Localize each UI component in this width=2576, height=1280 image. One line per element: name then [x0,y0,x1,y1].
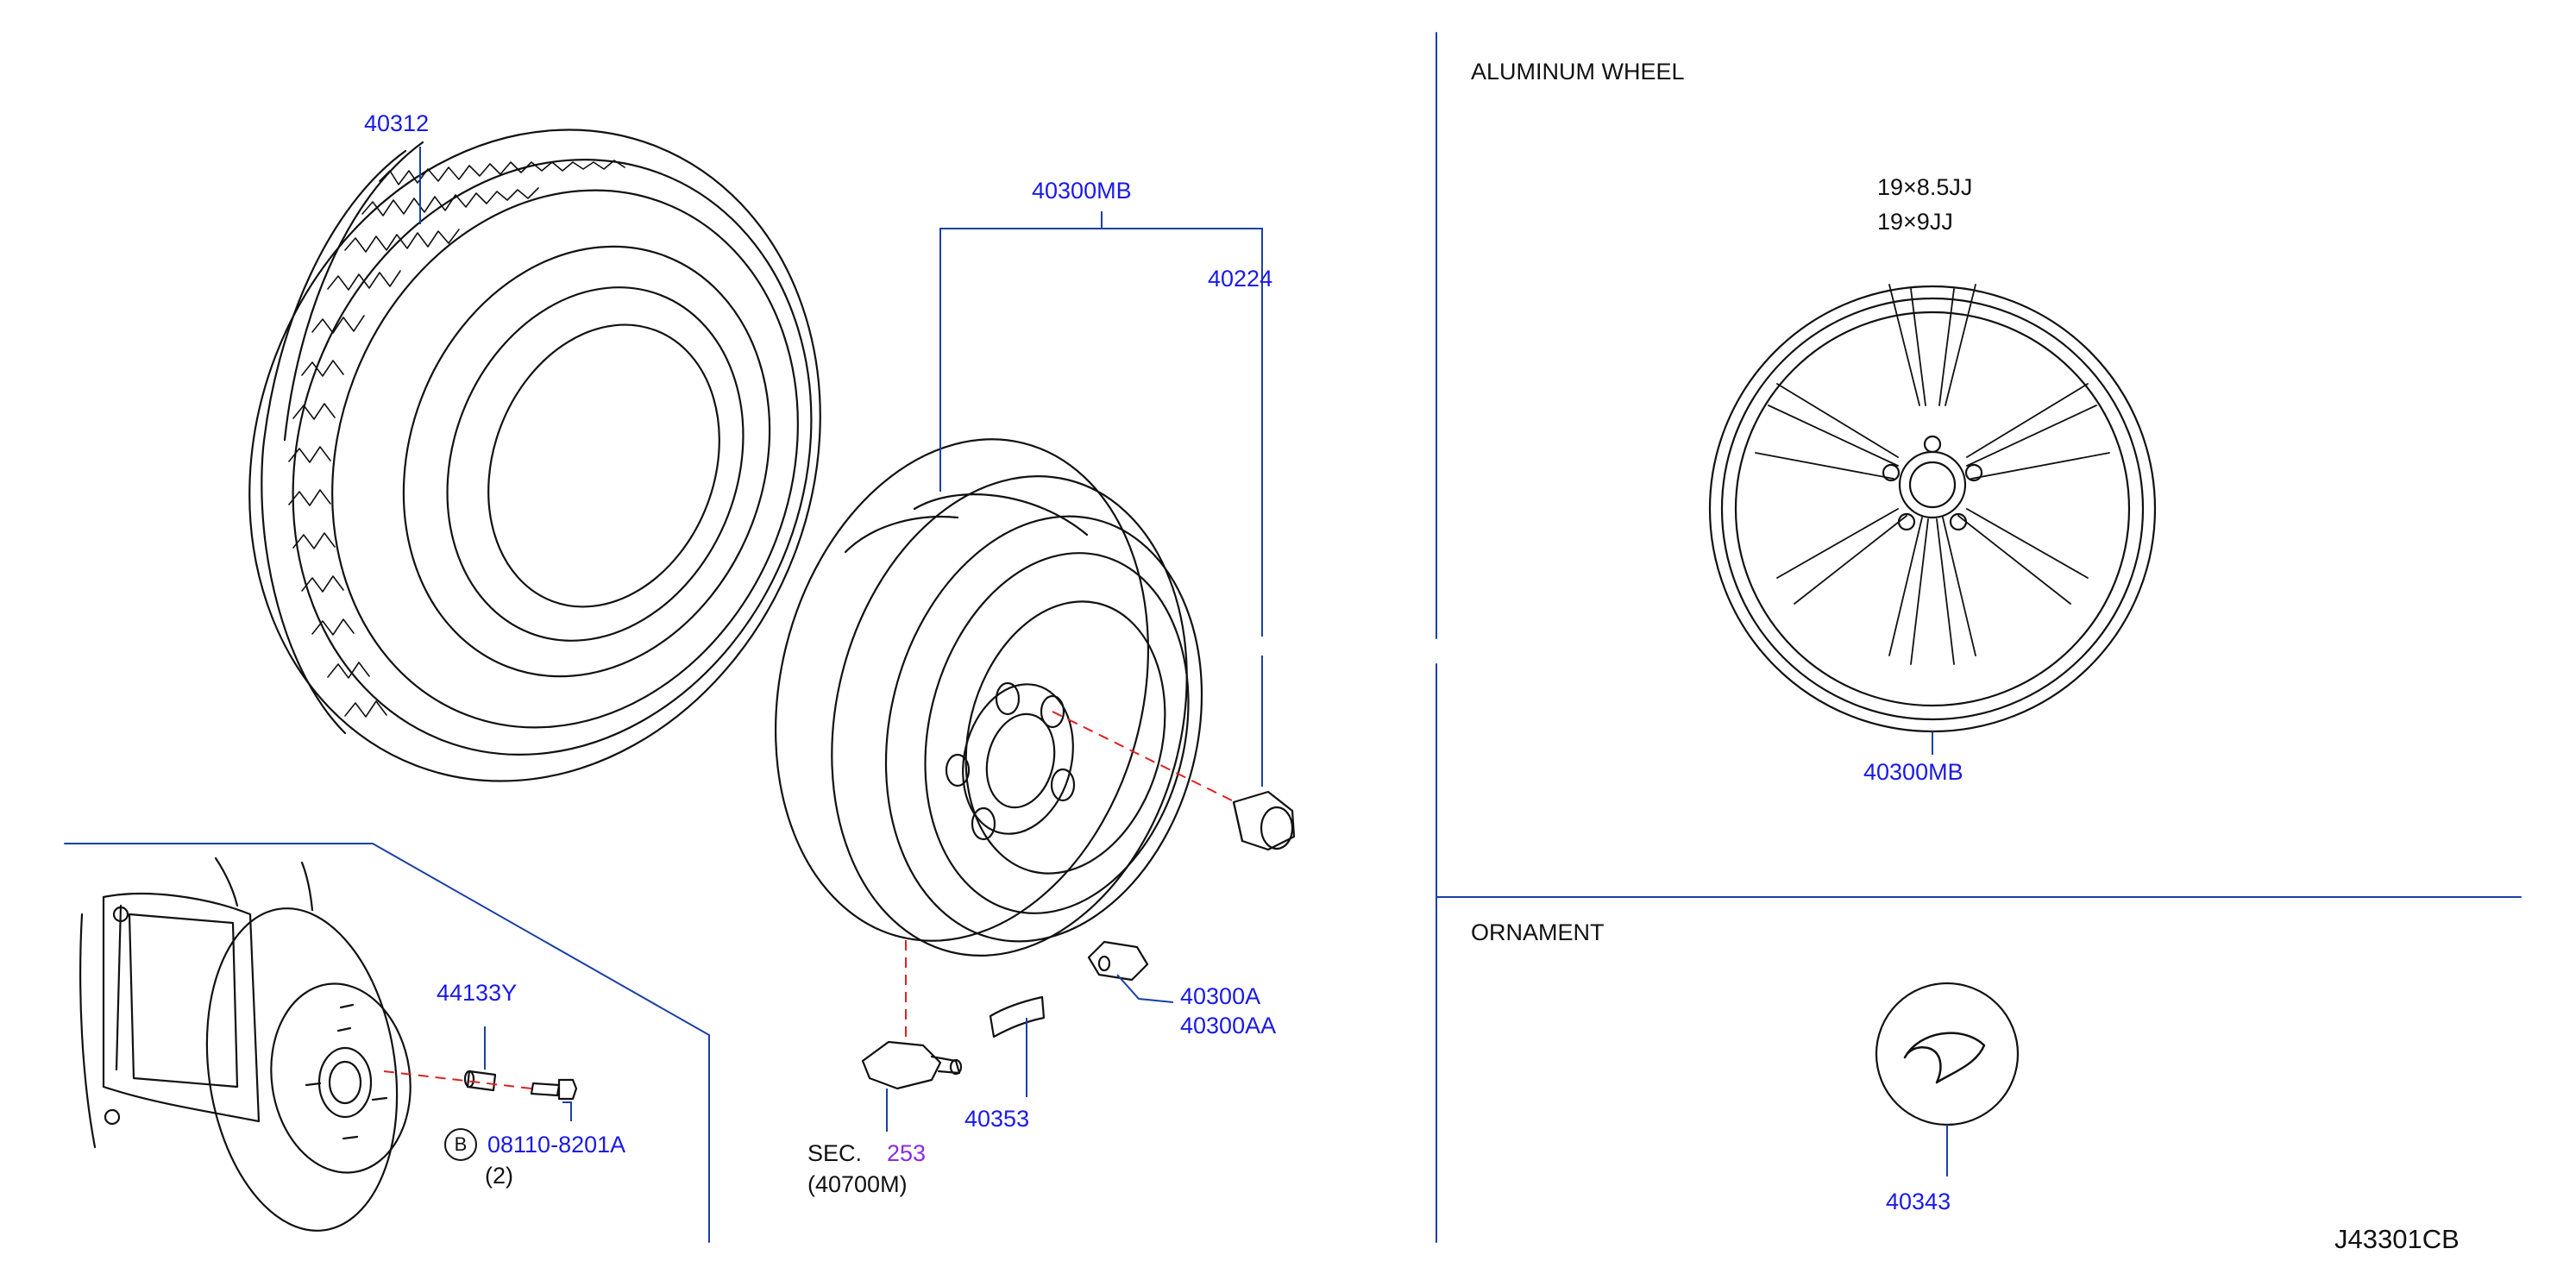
part-number-tire[interactable]: 40312 [364,110,430,136]
tread-pattern [288,160,625,718]
bolt-drawing [530,1078,578,1101]
part-number-lug-nut[interactable]: 40224 [1208,266,1273,292]
tire-drawing [248,129,821,782]
assembly-lines [383,711,1236,1089]
section-ref-label: SEC. [807,1140,863,1166]
weight-tape-drawing [989,995,1046,1038]
aluminum-wheel-drawing [1708,284,2157,733]
section-title-ornament: ORNAMENT [1471,919,1605,945]
brake-hub-drawing [79,856,412,1232]
part-number-stud[interactable]: 44133Y [437,980,518,1006]
balance-weight-drawing [1087,940,1149,982]
part-number-balance-weight-a[interactable]: 40300A [1180,983,1261,1009]
wheel-size-2: 19×9JJ [1877,209,1953,235]
section-dividers [64,32,2522,1243]
section-ref-number[interactable]: 253 [887,1140,927,1166]
stud-drawing [463,1070,497,1092]
wheel-spokes [1755,284,2110,665]
part-number-wheel-assy[interactable]: 40300MB [1032,178,1132,204]
callout-leaders [419,147,1948,1176]
section-title-aluminum-wheel: ALUMINUM WHEEL [1471,59,1685,85]
part-number-bolt[interactable]: 08110-8201A [487,1132,626,1158]
lug-nut-drawing [1232,790,1296,851]
tpms-sensor-drawing [861,1040,963,1090]
bolt-ref-circle: B [444,1128,477,1161]
part-number-weight-tape[interactable]: 40353 [964,1106,1030,1132]
ornament-drawing [1875,982,2020,1126]
part-number-aluminum-wheel[interactable]: 40300MB [1863,759,1963,785]
bolt-quantity: (2) [485,1163,513,1189]
section-ref-part: (40700M) [807,1171,908,1197]
steel-wheel-drawing [775,438,1203,957]
diagram-id: J43301CB [2334,1224,2460,1254]
part-number-ornament[interactable]: 40343 [1886,1189,1951,1214]
part-number-balance-weight-aa[interactable]: 40300AA [1180,1013,1277,1038]
wheel-size-1: 19×8.5JJ [1877,174,1973,200]
